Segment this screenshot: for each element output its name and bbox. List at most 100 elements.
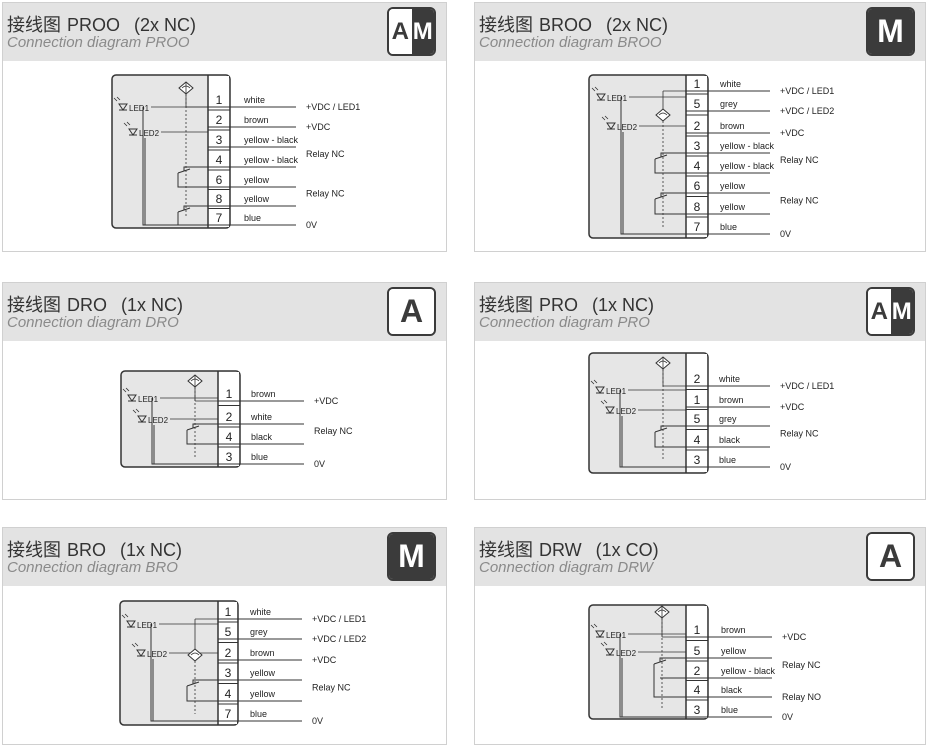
pin-number: 3	[226, 450, 233, 464]
wire-color-label: yellow - black	[244, 135, 299, 145]
panel-title-model: PRO	[539, 295, 579, 315]
relay-contact-top	[660, 192, 686, 197]
relay-switch-icon	[177, 168, 191, 174]
panel-title-contacts: (2x NC)	[606, 15, 669, 35]
signal-label: Relay NC	[312, 683, 351, 693]
pin-number: 5	[694, 97, 701, 111]
panel-title-model: PROO	[67, 15, 121, 35]
pin-number: 3	[216, 133, 223, 147]
pin-number: 2	[694, 119, 701, 133]
device-housing	[588, 604, 709, 720]
led-label: LED1	[607, 94, 628, 103]
pin-number: 7	[225, 707, 232, 721]
wire-color-label: white	[250, 412, 272, 422]
relay-switch-icon	[654, 427, 668, 433]
relay-switch-icon	[654, 194, 668, 200]
signal-label: +VDC	[314, 396, 339, 406]
badge-letter: M	[411, 9, 434, 54]
wire-color-label: yellow - black	[244, 155, 299, 165]
led-ray-icon	[591, 86, 599, 92]
signal-label: +VDC / LED1	[306, 102, 360, 112]
panel-title-model: BROO	[539, 15, 593, 35]
pin-number: 8	[216, 192, 223, 206]
panel-title-cn: 接线图	[479, 15, 533, 35]
relay-contact-bottom	[653, 664, 686, 698]
led-ray-icon	[600, 399, 608, 405]
mode-badge: M	[866, 7, 915, 56]
led-icon	[127, 394, 137, 402]
relay-switch-icon	[653, 659, 667, 665]
pin-number: 3	[694, 453, 701, 467]
ground-bus	[619, 390, 686, 468]
led-icon	[128, 128, 138, 136]
pin-number: 5	[694, 412, 701, 426]
pin-number: 2	[226, 410, 233, 424]
wire-color-label: black	[251, 432, 273, 442]
pin-number: 4	[216, 153, 223, 167]
pin-number: 4	[226, 430, 233, 444]
wire-color-label: grey	[250, 627, 268, 637]
led-icon	[137, 415, 147, 423]
mode-badge: A	[866, 532, 915, 581]
relay-contact-top	[660, 152, 686, 157]
panel-subtitle: Connection diagram BRO	[7, 559, 178, 576]
pin-number: 7	[694, 220, 701, 234]
badge-letter: M	[868, 9, 913, 54]
signal-label: +VDC	[782, 632, 807, 642]
device-housing	[588, 352, 709, 474]
terminal-strip	[218, 372, 239, 466]
led-ray-icon	[600, 641, 608, 647]
wire-color-label: grey	[720, 99, 738, 109]
led-icon	[595, 630, 605, 638]
signal-label: Relay NC	[780, 155, 819, 165]
led-icon	[118, 103, 128, 111]
wire-color-label: yellow	[250, 689, 276, 699]
sensor-arc-icon	[190, 652, 200, 656]
pin-number: 7	[216, 211, 223, 225]
panel-title-contacts: (1x CO)	[595, 540, 659, 560]
panel-title: 接线图 BROO (2x NC)	[479, 11, 668, 37]
signal-label: +VDC / LED1	[780, 86, 834, 96]
led-ray-icon	[122, 387, 130, 393]
panel-subtitle: Connection diagram DRO	[7, 314, 179, 331]
pin-number: 4	[225, 687, 232, 701]
led-icon	[596, 93, 606, 101]
panel-subtitle: Connection diagram PROO	[7, 34, 190, 51]
relay-contact-top	[183, 166, 208, 171]
mode-badge: M	[387, 532, 436, 581]
wire-color-label: blue	[251, 452, 268, 462]
sensor-arc-icon	[658, 112, 668, 116]
relay-contact-top	[659, 657, 686, 662]
signal-label: +VDC	[780, 128, 805, 138]
badge-letter: A	[389, 289, 434, 334]
panel-title-model: BRO	[67, 540, 107, 560]
wire-color-label: brown	[720, 121, 745, 131]
device-housing	[111, 74, 231, 229]
signal-label: +VDC	[312, 655, 337, 665]
panel-title-contacts: (2x NC)	[134, 15, 197, 35]
pin-number: 6	[216, 173, 223, 187]
led-ray-icon	[132, 408, 140, 414]
wire-color-label: yellow - black	[720, 161, 775, 171]
ground-bus	[620, 97, 686, 235]
pin-number: 5	[225, 625, 232, 639]
wire-color-label: black	[721, 685, 743, 695]
badge-letter: A	[389, 9, 412, 54]
relay-contact-bottom	[177, 212, 208, 226]
signal-label: 0V	[782, 712, 793, 722]
wire-color-label: yellow	[244, 194, 270, 204]
pin-number: 2	[694, 372, 701, 386]
led-icon	[136, 649, 146, 657]
ground-bus	[150, 624, 218, 722]
